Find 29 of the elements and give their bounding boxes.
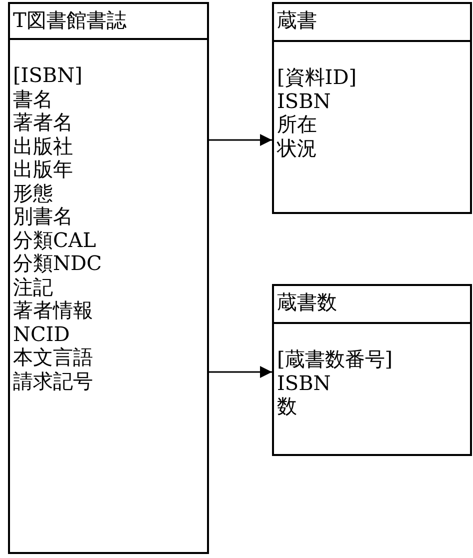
field-name: 書名: [12, 88, 53, 111]
table-title: T図書館書誌: [13, 8, 126, 32]
field-name: 形態: [12, 182, 53, 205]
table-title: 蔵書: [277, 8, 317, 32]
field-name: 注記: [12, 276, 53, 299]
field-name: 所在: [276, 113, 317, 136]
field-name: 本文言語: [12, 346, 93, 370]
field-name: 状況: [276, 136, 317, 160]
field-name: 分類NDC: [12, 252, 102, 276]
field-name: [蔵書数番号]: [276, 348, 393, 372]
field-name: [資料ID]: [276, 66, 357, 90]
field-name: 分類CAL: [12, 228, 96, 252]
field-name: ISBN: [276, 90, 331, 113]
field-name: 別書名: [12, 205, 73, 228]
field-name: 著者情報: [12, 299, 93, 322]
field-name: NCID: [12, 322, 70, 346]
field-name: 数: [276, 395, 297, 418]
entity-table: [272, 2, 472, 214]
field-name: 請求記号: [12, 370, 93, 393]
field-name: [ISBN]: [12, 64, 82, 88]
arrow: [209, 366, 272, 378]
table-title: 蔵書数: [277, 290, 337, 314]
entity-table: [8, 2, 209, 554]
arrow: [209, 134, 272, 146]
field-name: 出版社: [12, 134, 73, 158]
field-name: 著者名: [12, 111, 73, 134]
field-name: 出版年: [12, 158, 73, 182]
field-name: ISBN: [276, 372, 331, 395]
entity-table: [272, 284, 472, 456]
